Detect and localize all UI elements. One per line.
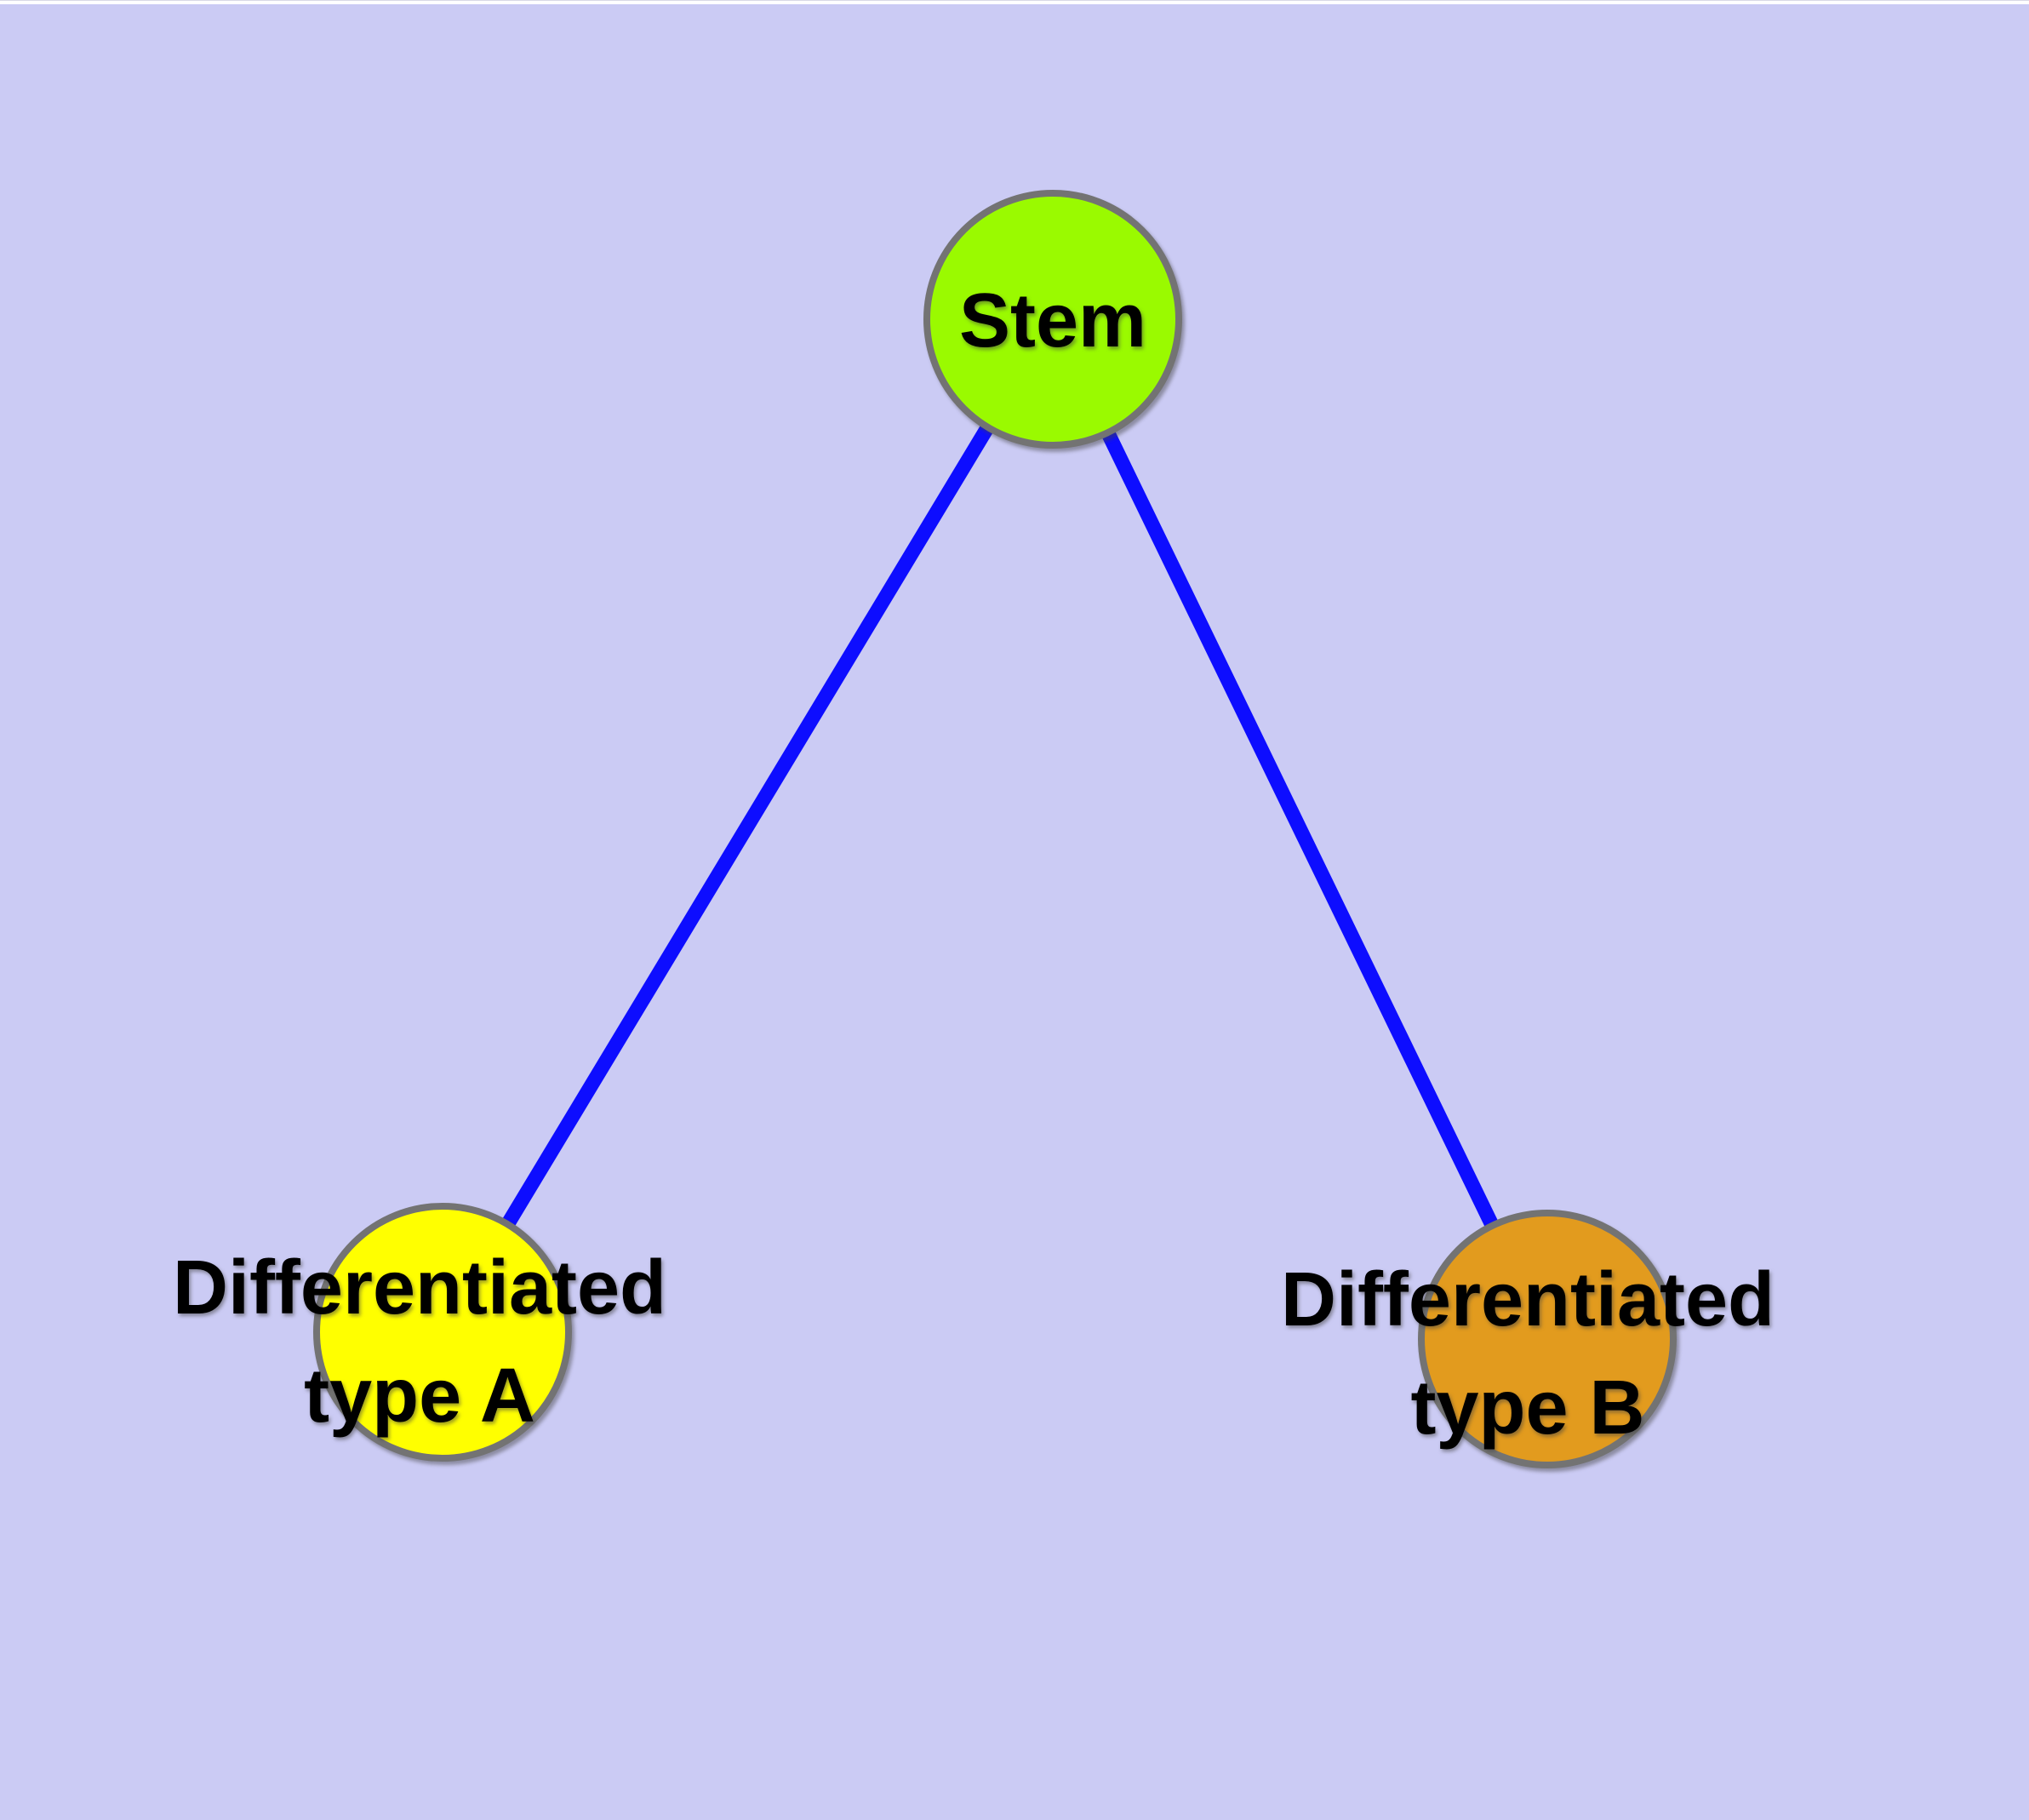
node-stem[interactable]	[923, 190, 1182, 449]
node-differentiated-type-b[interactable]	[1418, 1210, 1677, 1468]
canvas-top-edge	[0, 0, 2029, 4]
edge-stem-to-type-b[interactable]	[1046, 316, 1554, 1342]
edge-stem-to-type-a[interactable]	[436, 315, 1060, 1336]
node-differentiated-type-a[interactable]	[313, 1203, 572, 1462]
